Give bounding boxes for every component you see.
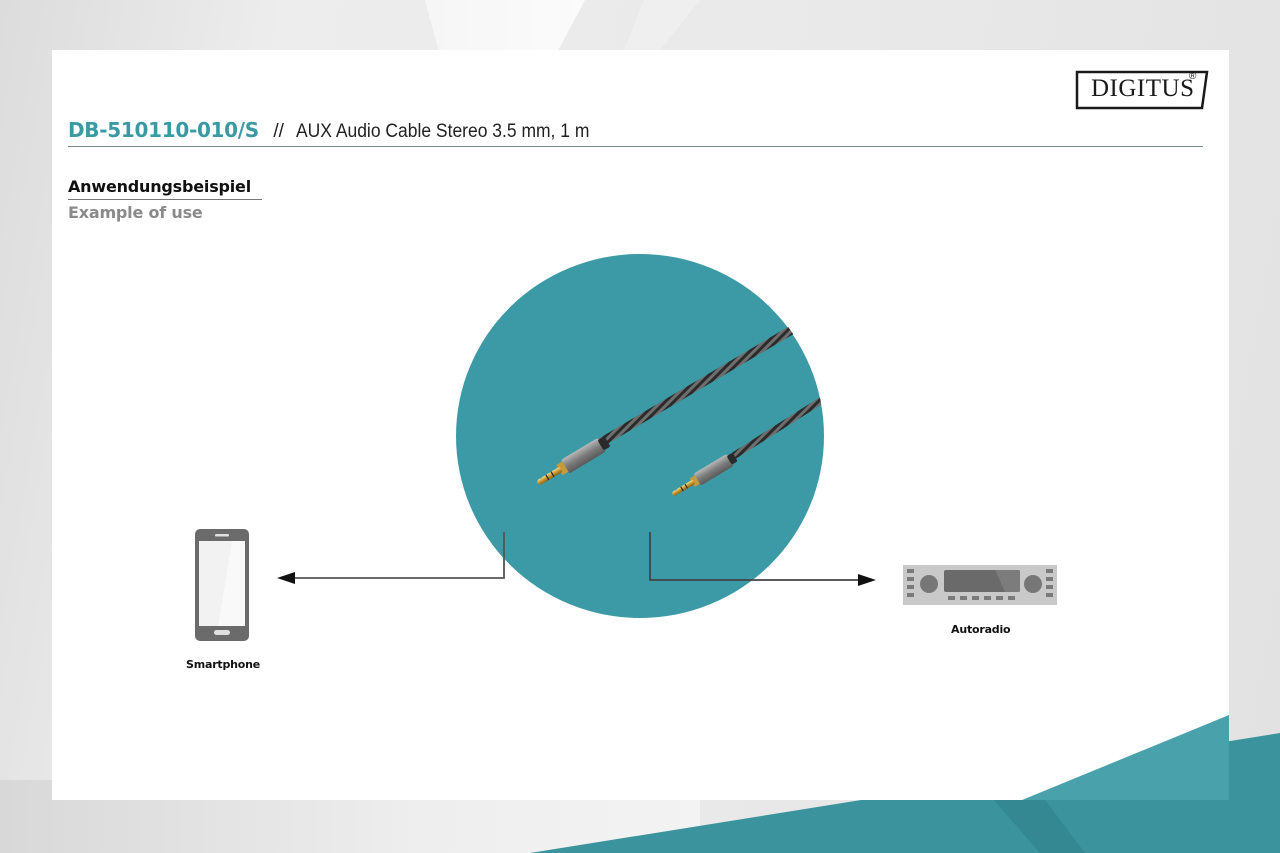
product-title: DB-510110-010/S // AUX Audio Cable Stere… — [68, 118, 615, 143]
arrow-to-autoradio — [649, 532, 876, 586]
title-separator: // — [273, 121, 284, 142]
product-sku: DB-510110-010/S — [68, 118, 259, 142]
product-name: AUX Audio Cable Stereo 3.5 mm, 1 m — [296, 121, 590, 142]
audio-cable-plug-1 — [537, 320, 805, 485]
section-heading-en: Example of use — [68, 203, 203, 222]
section-heading-de: Anwendungsbeispiel — [68, 177, 251, 196]
autoradio-label: Autoradio — [951, 623, 1011, 636]
smartphone-icon — [195, 529, 249, 641]
car-radio-icon — [903, 565, 1057, 605]
arrow-to-smartphone — [277, 532, 505, 584]
smartphone-label: Smartphone — [186, 658, 261, 671]
logo-text: DIGITUS — [1091, 75, 1195, 102]
section-heading-underline — [68, 199, 262, 200]
title-divider — [68, 146, 1203, 147]
logo-frame-icon — [1075, 70, 1209, 110]
digitus-logo: DIGITUS ® — [1075, 69, 1209, 111]
registered-mark: ® — [1189, 71, 1197, 82]
audio-cable-plug-2 — [672, 391, 824, 496]
